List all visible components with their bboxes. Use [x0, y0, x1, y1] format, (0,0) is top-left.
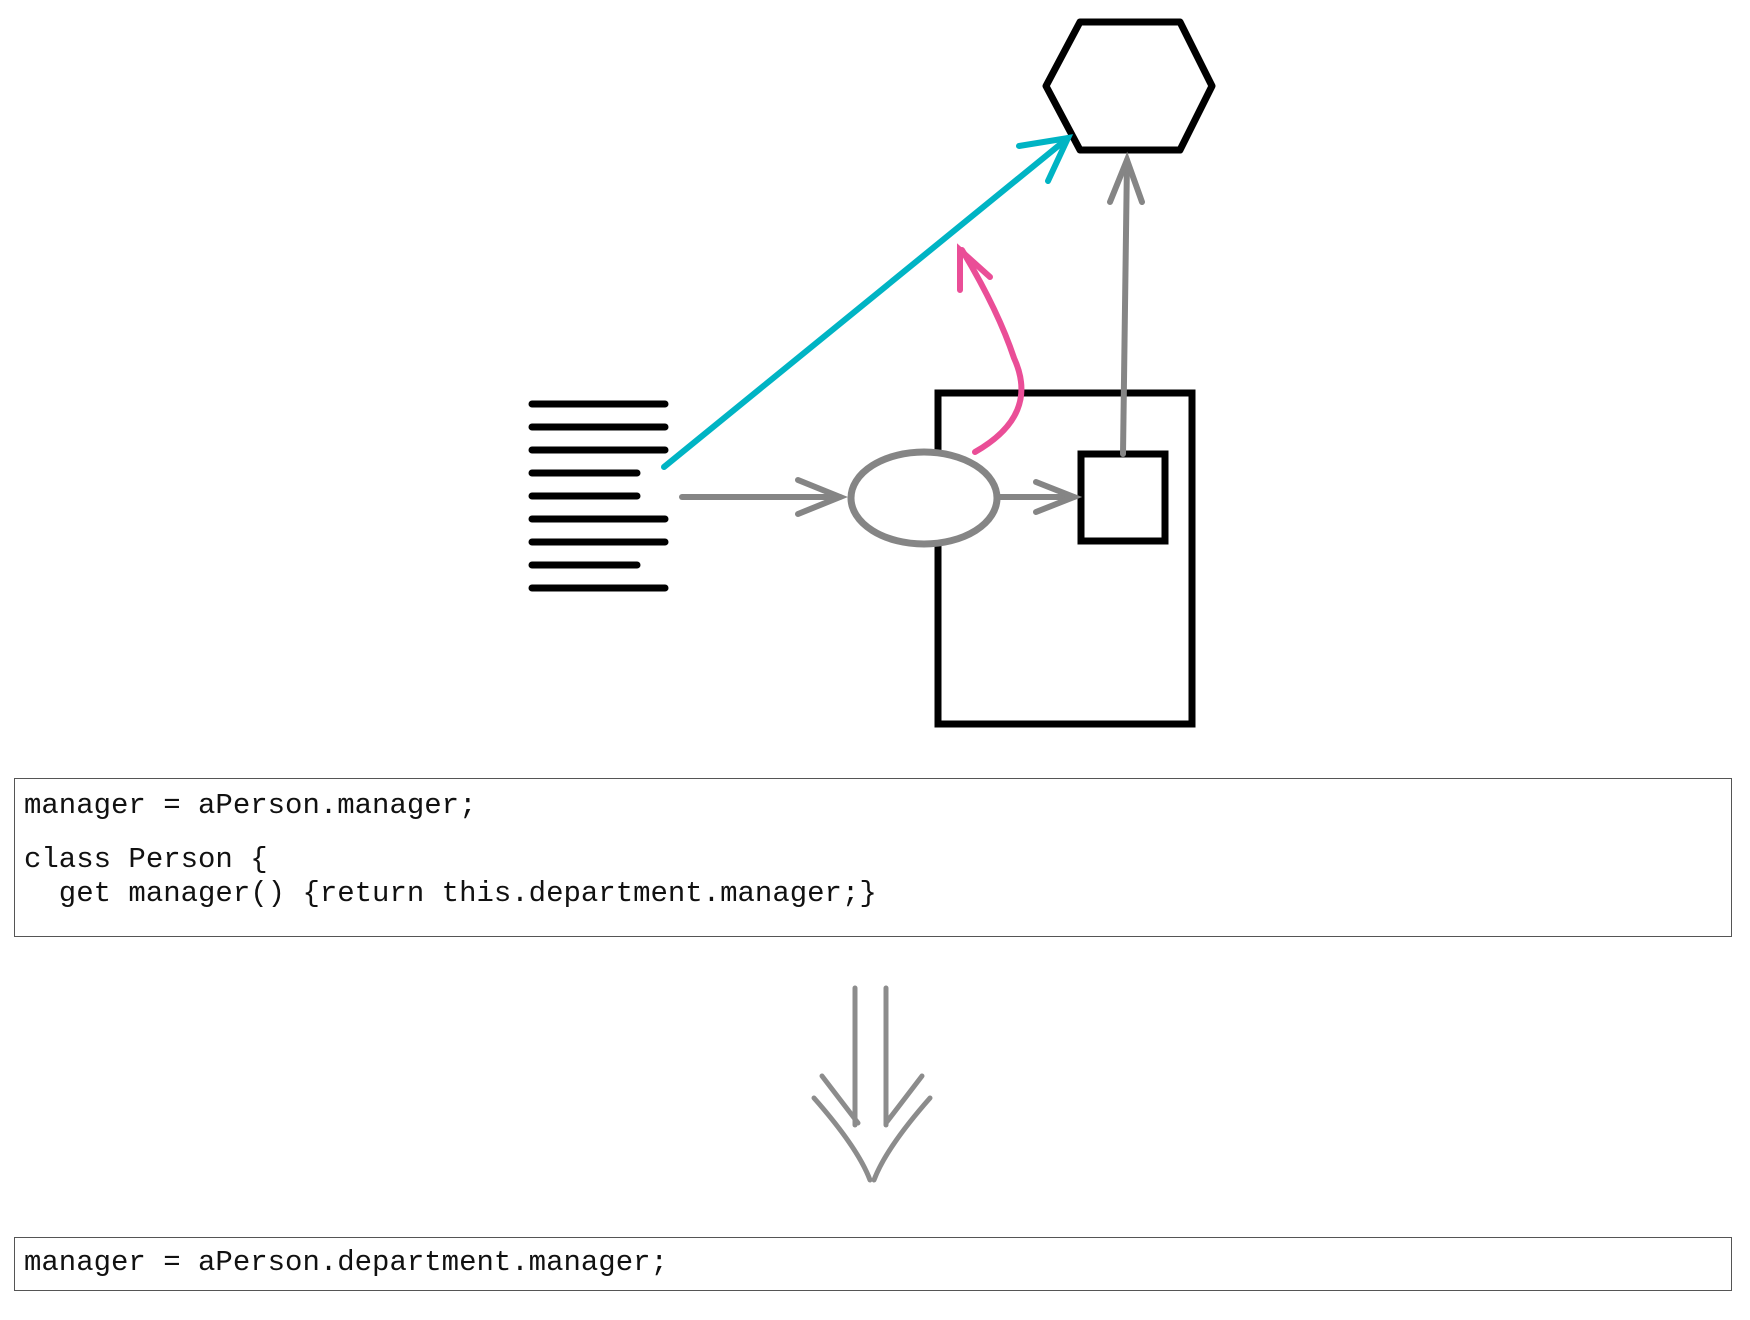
- delegate-square-icon: [1077, 450, 1169, 545]
- code-before-box: manager = aPerson.manager; class Person …: [14, 778, 1732, 937]
- gray-arrow-method-to-field: [997, 479, 1083, 515]
- teal-direct-arrow: [661, 134, 1074, 470]
- delegate-oval-icon: [847, 448, 1001, 548]
- server-rectangle-icon: [934, 389, 1196, 728]
- code-after-box: manager = aPerson.department.manager;: [14, 1237, 1732, 1291]
- target-hexagon-icon: [1042, 18, 1216, 154]
- code-line: manager = aPerson.manager;: [24, 789, 477, 822]
- client-code-lines-icon: [528, 400, 669, 592]
- code-line: get manager() {return this.department.ma…: [24, 877, 877, 910]
- gray-arrow-client-to-method: [679, 477, 848, 517]
- gray-arrow-field-to-target: [1107, 151, 1145, 457]
- code-line-blank: [24, 823, 1722, 843]
- pink-curved-arrow: [957, 243, 1025, 455]
- double-down-arrow-icon: [811, 985, 933, 1183]
- code-line: class Person {: [24, 843, 268, 876]
- code-line: manager = aPerson.department.manager;: [24, 1246, 668, 1279]
